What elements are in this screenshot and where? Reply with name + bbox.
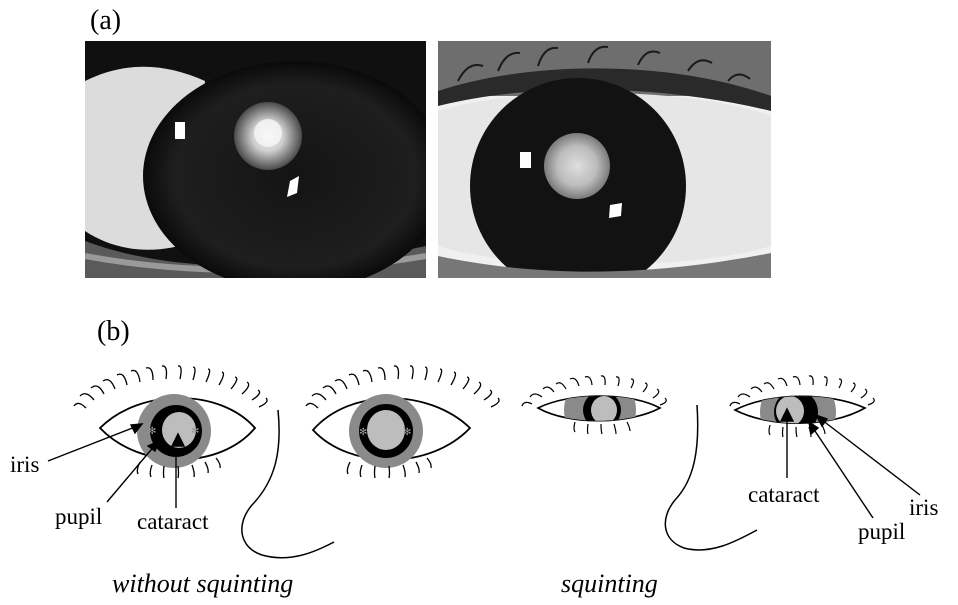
eye-photo-left bbox=[85, 41, 426, 278]
svg-text:✻: ✻ bbox=[191, 426, 199, 437]
annotation-pupil-left: pupil bbox=[55, 505, 102, 528]
annotation-iris-left: iris bbox=[10, 453, 39, 476]
annotation-iris-right: iris bbox=[909, 496, 938, 519]
schematic-diagram: ✻ ✻ ✻ ✻ bbox=[0, 340, 958, 570]
svg-text:✻: ✻ bbox=[359, 427, 367, 438]
eye-schematic-3 bbox=[522, 374, 666, 446]
eye-schematic-4 bbox=[730, 374, 874, 450]
eye-schematic-1: ✻ ✻ bbox=[74, 366, 267, 478]
panel-label-a: (a) bbox=[90, 7, 121, 35]
annotation-cataract-right: cataract bbox=[748, 483, 819, 506]
svg-text:✻: ✻ bbox=[403, 427, 411, 438]
caption-without-squinting: without squinting bbox=[112, 571, 293, 597]
annotation-cataract-left: cataract bbox=[137, 510, 208, 533]
svg-text:✻: ✻ bbox=[148, 426, 156, 437]
nose-line-2 bbox=[665, 405, 757, 550]
eye-photo-right bbox=[438, 41, 771, 278]
caption-squinting: squinting bbox=[561, 571, 658, 597]
eye-schematic-2: ✻ ✻ bbox=[306, 366, 499, 478]
annotation-pupil-right: pupil bbox=[858, 520, 905, 543]
